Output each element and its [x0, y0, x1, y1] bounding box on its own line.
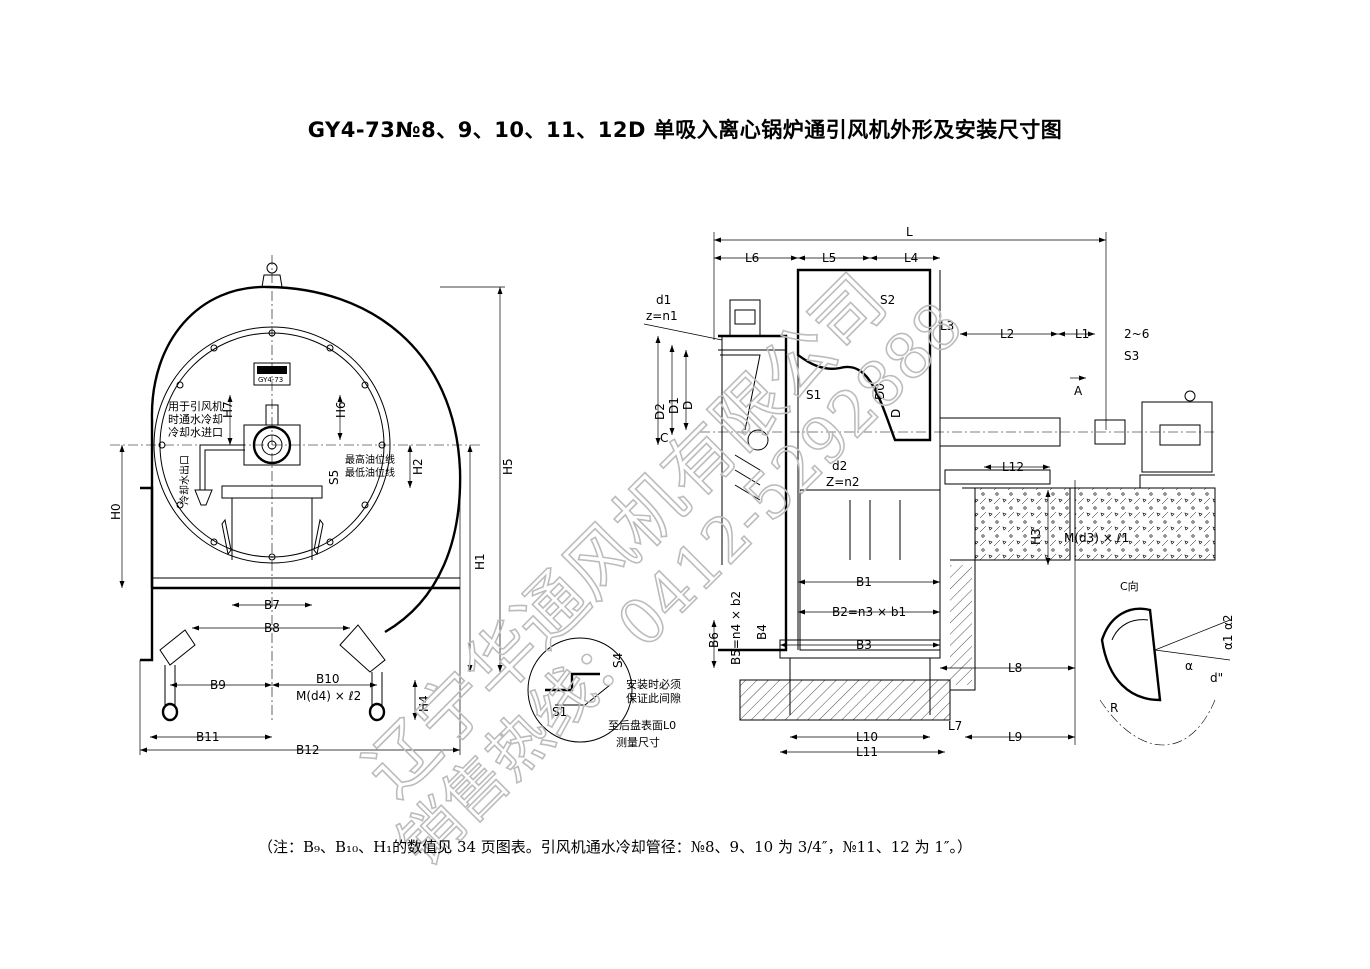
side-view: L L6 L5 L4 S2 L3 L2 L1 2~6 S3 A d1 z=n1 … — [643, 225, 1216, 759]
detail-s1-label: S1 — [552, 705, 567, 719]
cooling-pipe — [199, 444, 245, 490]
dim-l10: L10 — [856, 730, 878, 744]
dim-l: L — [906, 225, 913, 239]
oil-min-label: 最低油位线 — [345, 466, 395, 479]
fan-casing — [796, 268, 932, 442]
dim-b7: B7 — [264, 598, 280, 612]
dim-l7: L7 — [948, 719, 962, 733]
dim-l6: L6 — [745, 251, 759, 265]
view-c-alpha2: α2 — [1221, 614, 1235, 630]
detail-s1: S4 S1 安装时必须 保证此间隙 至后盘表面L0 测量尺寸 — [527, 637, 681, 749]
dim-b11: B11 — [196, 730, 220, 744]
base-beam — [779, 639, 941, 659]
dim-h2: H2 — [411, 458, 425, 475]
coupling — [1094, 419, 1126, 445]
dim-b12: B12 — [296, 743, 320, 757]
dim-s5: S5 — [327, 470, 341, 485]
view-c-r: R — [1110, 701, 1118, 715]
dim-l1: L1 — [1075, 327, 1089, 341]
bearing-foundation — [974, 487, 1071, 561]
oil-max-label: 最高油位线 — [345, 453, 395, 466]
detail-note2-line2: 测量尺寸 — [616, 735, 660, 749]
dim-l5: L5 — [822, 251, 836, 265]
dim-D0: D0 — [873, 383, 887, 400]
dim-D2: D2 — [653, 403, 667, 420]
dim-b8: B8 — [264, 621, 280, 635]
bearing-support — [221, 485, 323, 499]
dim-s1: S1 — [806, 388, 821, 402]
dim-z1: z=n1 — [646, 309, 678, 323]
detail-note2-line1: 至后盘表面L0 — [608, 718, 676, 732]
view-a-label: A — [1074, 384, 1083, 398]
view-c-alpha: α — [1185, 659, 1193, 673]
right-foot — [339, 624, 386, 673]
dim-l8: L8 — [1008, 661, 1022, 675]
view-c-d: d" — [1210, 671, 1223, 685]
cooling-outlet-label: 冷却水出口 — [178, 455, 191, 505]
dim-l12: L12 — [1002, 460, 1024, 474]
dim-l11: L11 — [856, 745, 878, 759]
view-c-marker: C — [660, 431, 668, 445]
dim-s3: S3 — [1124, 349, 1139, 363]
dim-d2: d2 — [832, 459, 847, 473]
watermark: 辽宁华通风机有限公司 销售热线：0412-5292888 — [348, 258, 977, 881]
dim-l9: L9 — [1008, 730, 1022, 744]
nameplate — [253, 362, 291, 386]
dim-h3: H3 — [1029, 528, 1043, 545]
detail-note1-line2: 保证此间隙 — [626, 691, 681, 705]
detail-s4: S4 — [611, 653, 625, 668]
front-view: GY4-73 H5 H1 H0 H2 H7 — [109, 255, 515, 757]
motor — [1141, 401, 1213, 473]
footnote: （注：B₉、B₁₀、H₁的数值见 34 页图表。引风机通水冷却管径：№8、9、1… — [258, 838, 973, 856]
dim-b1: B1 — [856, 575, 872, 589]
dim-gap: 2~6 — [1124, 327, 1149, 341]
dim-b3: B3 — [856, 638, 872, 652]
view-c-alpha1: α1 — [1221, 634, 1235, 650]
nameplate-model: GY4-73 — [258, 376, 283, 384]
dim-h7: H7 — [221, 401, 235, 418]
cooling-inlet-line1: 用于引风机 — [168, 399, 223, 413]
dim-b10: B10 — [316, 672, 340, 686]
inlet-damper-actuator — [729, 299, 761, 335]
inlet-box — [718, 334, 788, 652]
dim-D: D — [681, 401, 695, 410]
dim-h1: H1 — [473, 553, 487, 570]
cooling-inlet-line2: 时通水冷却 — [168, 413, 223, 426]
dim-l2: L2 — [1000, 327, 1014, 341]
drawing-title: GY4-73№8、9、10、11、12D 单吸入离心锅炉通引风机外形及安装尺寸图 — [307, 118, 1063, 142]
casing-lower — [799, 489, 941, 651]
dim-h6: H6 — [334, 401, 348, 418]
detail-note1-line1: 安装时必须 — [626, 677, 681, 691]
dim-h4: H4 — [417, 695, 431, 712]
lifting-lug — [261, 274, 283, 288]
dim-D-outlet: D — [889, 409, 903, 418]
left-foot — [159, 629, 196, 666]
dim-D1: D1 — [667, 397, 681, 414]
dim-b5: B5=n4 × b2 — [729, 591, 743, 665]
dim-h0: H0 — [109, 503, 123, 520]
view-c: C向 R α α1 α2 d" — [1099, 579, 1235, 746]
dim-l3: L3 — [940, 319, 954, 333]
dim-bolt-d3: M(d3) × ℓ1 — [1064, 531, 1129, 545]
dim-bolt-d4: M(d4) × ℓ2 — [296, 689, 361, 703]
dim-l4: L4 — [904, 251, 918, 265]
bearing-base — [944, 469, 1051, 485]
flange-bolts — [158, 329, 386, 561]
volute-casing — [150, 285, 462, 634]
dim-h5: H5 — [501, 458, 515, 475]
dim-d1: d1 — [656, 293, 671, 307]
cooling-inlet-line3: 冷却水进口 — [168, 426, 223, 439]
inlet-flange-circle — [153, 326, 391, 564]
dim-z2: Z=n2 — [826, 475, 860, 489]
dim-b4: B4 — [755, 624, 769, 640]
dim-b9: B9 — [210, 678, 226, 692]
view-c-label: C向 — [1120, 579, 1139, 593]
dim-s2: S2 — [880, 293, 895, 307]
outlet-flange — [140, 486, 154, 662]
motor-foundation — [1074, 487, 1216, 561]
watermark-hotline: 销售热线：0412-5292888 — [384, 288, 976, 880]
main-foundation — [739, 679, 951, 721]
dim-b2: B2=n3 × b1 — [832, 605, 906, 619]
